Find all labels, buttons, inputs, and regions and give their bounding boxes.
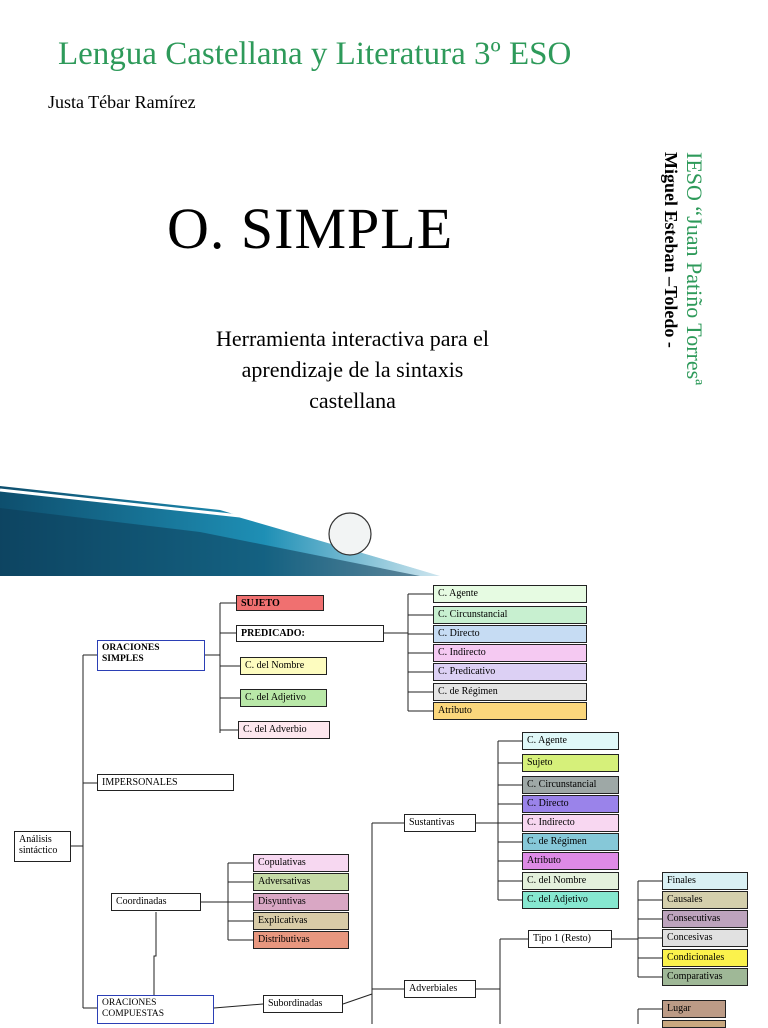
sust-item[interactable]: C. Circunstancial	[522, 776, 619, 794]
sust-item[interactable]: C. Indirecto	[522, 814, 619, 832]
c-adverbio-node[interactable]: C. del Adverbio	[238, 721, 330, 739]
sust-item[interactable]: C. del Nombre	[522, 872, 619, 890]
school-name: IESO “Juan Patiño Torresª	[682, 152, 707, 386]
syntax-tree-diagram: Análisis sintáctico ORACIONES SIMPLES SU…	[0, 576, 768, 1028]
title-slide: Lengua Castellana y Literatura 3º ESO Ju…	[0, 36, 707, 576]
pred-item[interactable]: C. Circunstancial	[433, 606, 587, 624]
coord-item[interactable]: Adversativas	[253, 873, 349, 891]
course-title: Lengua Castellana y Literatura 3º ESO	[58, 36, 572, 72]
author-name: Justa Tébar Ramírez	[48, 92, 196, 112]
impersonales-node[interactable]: IMPERSONALES	[97, 774, 234, 791]
circle-button-icon[interactable]	[326, 510, 374, 558]
sust-item[interactable]: Sujeto	[522, 754, 619, 772]
root-node[interactable]: Análisis sintáctico	[14, 831, 71, 862]
tipo2-item-partial[interactable]	[662, 1020, 726, 1028]
coordinadas-node[interactable]: Coordinadas	[111, 893, 201, 911]
tipo1-item[interactable]: Comparativas	[662, 968, 748, 986]
sust-item[interactable]: C. Agente	[522, 732, 619, 750]
tipo1-item[interactable]: Condicionales	[662, 949, 748, 967]
pred-item[interactable]: C. Directo	[433, 625, 587, 643]
coord-item[interactable]: Distributivas	[253, 931, 349, 949]
tipo1-node[interactable]: Tipo 1 (Resto)	[528, 930, 612, 948]
coord-item[interactable]: Copulativas	[253, 854, 349, 872]
pred-item[interactable]: C. Indirecto	[433, 644, 587, 662]
tipo1-item[interactable]: Consecutivas	[662, 910, 748, 928]
coord-item[interactable]: Disyuntivas	[253, 893, 349, 911]
vertical-school-block: IESO “Juan Patiño Torresª Miguel Esteban…	[660, 152, 707, 385]
sust-item[interactable]: C. del Adjetivo	[522, 891, 619, 909]
pred-item[interactable]: Atributo	[433, 702, 587, 720]
sust-item[interactable]: Atributo	[522, 852, 619, 870]
predicado-node[interactable]: PREDICADO:	[236, 625, 384, 642]
sustantivas-node[interactable]: Sustantivas	[404, 814, 476, 832]
tipo2-item[interactable]: Lugar	[662, 1000, 726, 1018]
pred-item[interactable]: C. Agente	[433, 585, 587, 603]
sujeto-node[interactable]: SUJETO	[236, 595, 324, 611]
subtitle: Herramienta interactiva para el aprendiz…	[215, 326, 489, 413]
adverbiales-node[interactable]: Adverbiales	[404, 980, 476, 998]
sust-item[interactable]: C. Directo	[522, 795, 619, 813]
decorative-swoosh	[0, 486, 440, 576]
tipo1-item[interactable]: Finales	[662, 872, 748, 890]
school-city: Miguel Esteban –Toledo -	[661, 152, 681, 348]
sust-item[interactable]: C. de Régimen	[522, 833, 619, 851]
c-nombre-node[interactable]: C. del Nombre	[240, 657, 327, 675]
main-title: O. SIMPLE	[167, 196, 454, 261]
oraciones-compuestas-node[interactable]: ORACIONES COMPUESTAS	[97, 995, 214, 1024]
oraciones-simples-node[interactable]: ORACIONES SIMPLES	[97, 640, 205, 671]
pred-item[interactable]: C. Predicativo	[433, 663, 587, 681]
tipo1-item[interactable]: Concesivas	[662, 929, 748, 947]
subordinadas-node[interactable]: Subordinadas	[263, 995, 343, 1013]
connector-lines	[70, 593, 662, 1024]
c-adjetivo-node[interactable]: C. del Adjetivo	[240, 689, 327, 707]
coord-item[interactable]: Explicativas	[253, 912, 349, 930]
pred-item[interactable]: C. de Régimen	[433, 683, 587, 701]
tipo1-item[interactable]: Causales	[662, 891, 748, 909]
